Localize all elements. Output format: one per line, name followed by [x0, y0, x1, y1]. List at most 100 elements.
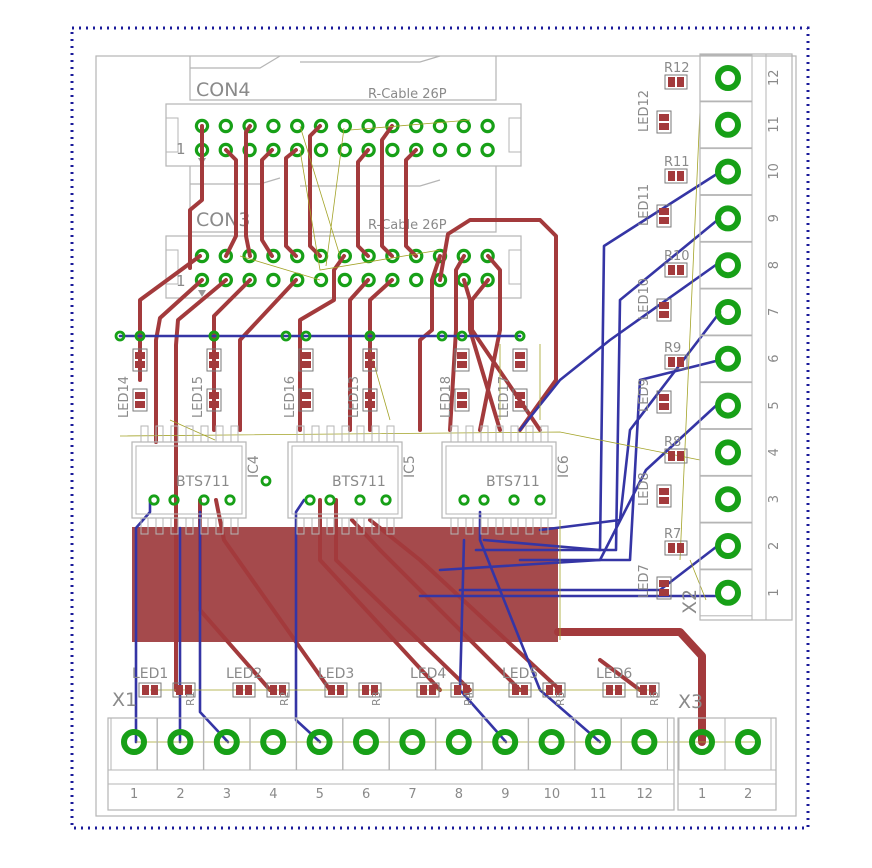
led-led14 [132, 388, 148, 412]
ic-pin [311, 425, 320, 443]
ic-pin [525, 425, 534, 443]
led-led13 [362, 388, 378, 412]
x1-pin-label: 5 [316, 787, 324, 802]
ic-via [458, 494, 470, 506]
resistor-label: R1 [184, 691, 197, 706]
ic-via [148, 494, 160, 506]
con3-pad [266, 248, 281, 264]
resistor-r11 [664, 168, 688, 184]
con3-pad [313, 248, 329, 264]
con3-pad [480, 272, 495, 288]
ic-pin [170, 517, 179, 535]
resistor-label: R10 [664, 249, 690, 264]
x1-name: X1 [112, 689, 137, 711]
led-label: LED4 [410, 666, 446, 682]
con3-pad [337, 272, 352, 288]
led-label: LED9 [637, 378, 652, 412]
resistor-label: R4 [462, 691, 475, 706]
resistor-r7 [664, 540, 688, 556]
led-label: LED16 [283, 376, 298, 418]
ic-pin [495, 517, 504, 535]
x2-pin-label: 1 [767, 589, 782, 597]
led-led6 [602, 682, 626, 698]
led-label: LED1 [132, 666, 168, 682]
x1-terminal-pad [213, 729, 240, 755]
ic-pin [155, 425, 164, 443]
ic-pin [386, 517, 395, 535]
x2-terminal-pad [715, 439, 741, 466]
ic-name-label: IC6 [556, 455, 572, 478]
x1-terminal-pad [121, 729, 147, 755]
resistor-r12 [664, 74, 688, 90]
con4-pad [480, 118, 495, 134]
led-label: LED13 [347, 376, 362, 418]
x3-name: X3 [678, 691, 703, 713]
led-led11 [656, 204, 672, 228]
resistor-r9 [664, 354, 688, 370]
x1-terminal-pad [353, 729, 379, 755]
ic-via [198, 494, 210, 506]
led-label: LED5 [502, 666, 538, 682]
ic-value-label: BTS711 [332, 474, 386, 490]
con4-pad [218, 118, 233, 134]
con4-pad [385, 142, 400, 158]
con4-name: CON4 [196, 79, 251, 101]
con3-pin1-label: 1 [176, 272, 186, 290]
led-led3 [324, 682, 348, 698]
con3-pad [456, 248, 471, 264]
led-label: LED10 [637, 278, 652, 320]
ic-pin [371, 425, 380, 443]
x1-terminal-pad [492, 729, 519, 755]
ic-pin [341, 425, 350, 443]
con4-value: R-Cable 26P [368, 87, 447, 102]
led-led7 [656, 576, 672, 600]
resistor-label: R11 [664, 155, 690, 170]
con4-pad [337, 142, 352, 158]
x3-pin-label: 1 [698, 787, 706, 802]
led-led17 [512, 388, 528, 412]
con4-pad [409, 142, 424, 158]
led-label: LED3 [318, 666, 354, 682]
ic-pin [200, 517, 209, 535]
led-led18 [454, 388, 470, 412]
con3-pad [266, 272, 281, 288]
led-label: LED18 [439, 376, 454, 418]
ic-pin [465, 425, 474, 443]
ic-pin [450, 517, 459, 535]
ic-via [224, 494, 236, 506]
x2-pin-label: 7 [767, 308, 782, 316]
x1-terminal-pad [631, 729, 658, 755]
con4-pad [361, 118, 376, 134]
x1-terminal-pad [538, 729, 565, 755]
x2-pin-label: 2 [767, 542, 782, 550]
led-led2 [232, 682, 256, 698]
con4-pad [337, 118, 352, 134]
ic-pin [465, 517, 474, 535]
con3-pad [385, 272, 400, 288]
ic-pin [326, 425, 335, 443]
ic-pin [480, 517, 489, 535]
led-led8 [656, 484, 672, 508]
board-dotted-outline [70, 26, 810, 830]
resistor-r10 [664, 262, 688, 278]
ic-via [354, 494, 366, 506]
led-label: LED12 [637, 90, 652, 132]
led-led10 [656, 298, 672, 322]
con3-pad [409, 272, 424, 288]
x1-pin-label: 10 [544, 787, 561, 802]
ic-pin [311, 517, 320, 535]
ic-via [534, 494, 546, 506]
led-led5 [508, 682, 532, 698]
led-label: LED11 [637, 184, 652, 226]
x1-pin-label: 11 [590, 787, 607, 802]
ic-pin [371, 517, 380, 535]
ic-via [380, 494, 392, 506]
con3-pad [218, 248, 233, 264]
ic-pin [185, 425, 194, 443]
con3-pad [194, 248, 210, 264]
con4-pad [432, 118, 448, 134]
resistor-label: R9 [664, 341, 681, 356]
x2-terminal-pad [715, 252, 741, 279]
